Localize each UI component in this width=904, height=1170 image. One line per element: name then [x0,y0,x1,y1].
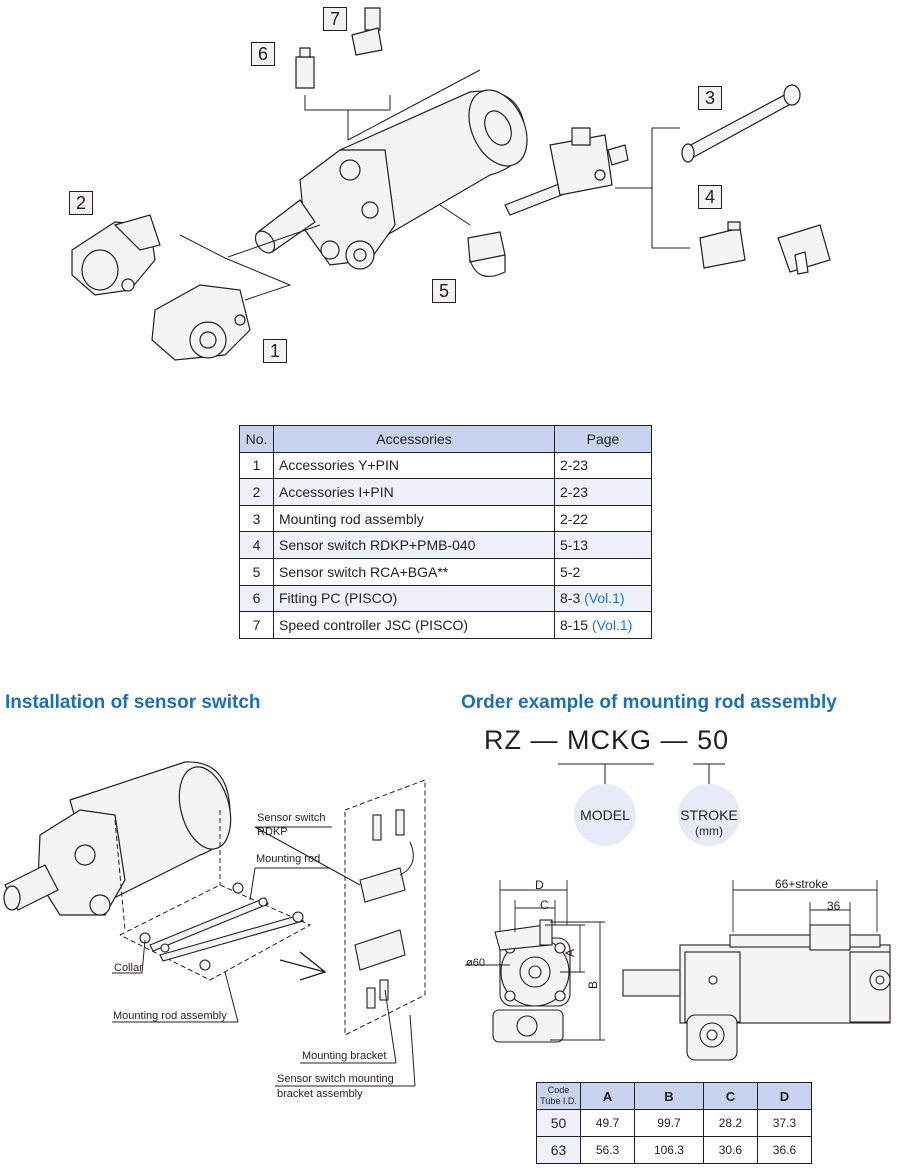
cell-d: 36.6 [756,1136,813,1164]
row-page: 5-13 [554,531,652,559]
row-name: Accessories I+PIN [273,478,555,506]
callout-7: 7 [323,7,347,31]
accessories-table: No. Accessories Page 1 Accessories Y+PIN… [239,425,652,639]
header-c: C [702,1082,758,1110]
code-dash: — [660,725,689,755]
row-name: Accessories Y+PIN [273,451,555,480]
cell-b: 106.3 [634,1136,704,1164]
label-sensor-switch: Sensor switch [257,812,326,824]
corner-code: Code [547,1085,570,1095]
volume-link[interactable]: (Vol.1) [584,590,625,607]
label-mounting-rod: Mounting rod [256,853,321,865]
installation-drawing [3,761,426,1087]
table-row: 7 Speed controller JSC (PISCO) 8-15 (Vol… [239,611,652,639]
dim-label-dia: ø60 [466,957,485,969]
callout-3: 3 [698,86,722,110]
callout-2: 2 [69,191,93,215]
row-page: 5-2 [554,557,652,586]
callout-4: 4 [698,185,722,209]
dim-label-36: 36 [827,899,841,913]
cell-a: 49.7 [579,1109,636,1137]
label-mounting-rod-assembly: Mounting rod assembly [113,1010,227,1022]
volume-link[interactable]: (Vol.1) [591,616,633,633]
row-name: Mounting rod assembly [273,504,555,533]
row-name: Fitting PC (PISCO) [273,584,555,613]
row-no: 2 [239,478,274,506]
cell-a: 56.3 [579,1136,636,1164]
header-a: A [579,1082,636,1110]
callout-5: 5 [432,279,456,303]
table-row: 4 Sensor switch RDKP+PMB-040 5-13 [239,531,652,559]
code-stroke: 50 [697,725,730,755]
row-no: 3 [239,504,274,533]
row-no: 5 [239,557,274,586]
row-code: 63 [536,1136,581,1164]
dimension-drawing [465,880,891,1061]
header-accessories: Accessories [273,425,555,453]
corner-tube-id: Tube I.D. [540,1096,577,1106]
table-header-row: Code Tube I.D. A B C D [536,1082,813,1110]
order-title: Order example of mounting rod assembly [461,692,837,713]
table-row: 6 Fitting PC (PISCO) 8-3 (Vol.1) [239,584,652,613]
table-row: 63 56.3 106.3 30.6 36.6 [536,1136,813,1164]
table-row: 5 Sensor switch RCA+BGA** 5-2 [239,557,652,586]
table-row: 50 49.7 99.7 28.2 37.3 [536,1109,813,1137]
stroke-label: STROKE [680,807,738,823]
exploded-view-drawing [71,7,831,361]
cell-d: 37.3 [756,1109,813,1137]
header-no: No. [239,425,274,453]
label-collar: Collar [114,962,143,974]
row-page: 8-15 (Vol.1) [554,611,652,639]
label-mounting-bracket: Mounting bracket [302,1050,387,1062]
header-page: Page [554,425,652,453]
code-model: MCKG [567,725,653,755]
row-no: 1 [239,451,274,480]
label-bracket-assembly-1: Sensor switch mounting [277,1073,394,1085]
dim-label-c: C [540,898,549,912]
row-page: 2-22 [554,504,652,533]
cell-c: 30.6 [702,1136,758,1164]
cell-c: 28.2 [702,1109,758,1137]
dim-label-a: A [563,948,578,958]
corner-cell: Code Tube I.D. [536,1082,581,1110]
table-row: 1 Accessories Y+PIN 2-23 [239,451,652,480]
order-code: RZ — MCKG — 50 [484,725,729,756]
cell-b: 99.7 [634,1109,704,1137]
row-page: 2-23 [554,451,652,480]
row-page: 8-3 (Vol.1) [554,584,652,613]
row-code: 50 [536,1109,581,1137]
callout-1: 1 [263,339,287,363]
stroke-bubble [678,784,740,846]
label-bracket-assembly-2: bracket assembly [277,1088,363,1100]
row-page: 2-23 [554,478,652,506]
model-bubble [574,784,636,846]
dim-label-d: D [535,878,544,892]
row-no: 4 [239,531,274,559]
label-sensor-switch-rdkp: RDKP [257,826,288,838]
row-no: 6 [239,584,274,613]
installation-title: Installation of sensor switch [5,692,261,713]
row-name: Sensor switch RCA+BGA** [273,557,555,586]
dim-label-b: B [586,980,601,990]
dimension-table: Code Tube I.D. A B C D 50 49.7 99.7 28.2… [536,1082,813,1164]
row-name: Speed controller JSC (PISCO) [273,611,555,639]
code-prefix: RZ [484,725,522,755]
table-header-row: No. Accessories Page [239,425,652,453]
model-label: MODEL [580,807,630,823]
dim-label-stroke-length: 66+stroke [775,877,829,891]
table-row: 2 Accessories I+PIN 2-23 [239,478,652,506]
stroke-unit: (mm) [695,824,723,838]
callout-6: 6 [251,42,275,66]
row-name: Sensor switch RDKP+PMB-040 [273,531,555,559]
header-b: B [634,1082,704,1110]
table-row: 3 Mounting rod assembly 2-22 [239,504,652,533]
code-dash: — [530,725,559,755]
header-d: D [756,1082,813,1110]
row-no: 7 [239,611,274,639]
